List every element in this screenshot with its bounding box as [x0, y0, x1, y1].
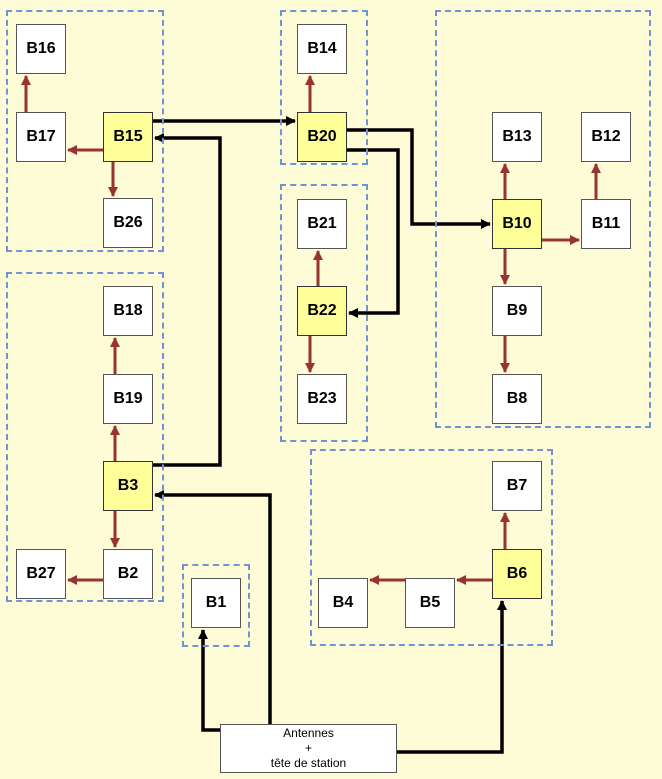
- node-b4[interactable]: B4: [318, 578, 368, 628]
- node-b12[interactable]: B12: [581, 112, 631, 162]
- source-box[interactable]: Antennes + tête de station: [220, 724, 397, 773]
- branch-links: [21, 75, 601, 585]
- node-b6[interactable]: B6: [492, 549, 542, 599]
- node-b11[interactable]: B11: [581, 199, 631, 249]
- node-b22[interactable]: B22: [297, 286, 347, 336]
- node-b15[interactable]: B15: [103, 112, 153, 162]
- source-label-line1: Antennes: [283, 726, 334, 740]
- link-b3-to-b15: [153, 133, 222, 467]
- node-b20[interactable]: B20: [297, 112, 347, 162]
- node-b1[interactable]: B1: [191, 578, 241, 628]
- node-b18[interactable]: B18: [103, 286, 153, 336]
- group-b10: [435, 10, 651, 428]
- source-label-line2: +: [304, 741, 312, 755]
- node-b8[interactable]: B8: [492, 374, 542, 424]
- node-b17[interactable]: B17: [16, 112, 66, 162]
- node-b26[interactable]: B26: [103, 198, 153, 248]
- node-b23[interactable]: B23: [297, 374, 347, 424]
- node-b3[interactable]: B3: [103, 461, 153, 511]
- node-b21[interactable]: B21: [297, 199, 347, 249]
- node-b2[interactable]: B2: [103, 549, 153, 599]
- node-b5[interactable]: B5: [405, 578, 455, 628]
- node-b13[interactable]: B13: [492, 112, 542, 162]
- node-b10[interactable]: B10: [492, 199, 542, 249]
- link-b20-to-b10: [347, 128, 491, 229]
- group-b20: [280, 10, 368, 165]
- node-b19[interactable]: B19: [103, 374, 153, 424]
- source-label-line3: tête de station: [270, 756, 347, 770]
- node-b14[interactable]: B14: [297, 24, 347, 74]
- link-b20-to-b22: [347, 148, 400, 318]
- node-b27[interactable]: B27: [16, 549, 66, 599]
- link-source-to-b3: [154, 490, 272, 724]
- group-b6: [310, 449, 553, 646]
- group-b1: [182, 564, 250, 647]
- group-b22: [280, 184, 368, 442]
- node-b9[interactable]: B9: [492, 286, 542, 336]
- group-b3: [6, 272, 164, 602]
- link-source-to-b6: [397, 600, 507, 754]
- node-b16[interactable]: B16: [16, 24, 66, 74]
- node-b7[interactable]: B7: [492, 461, 542, 511]
- group-b15: [6, 10, 164, 252]
